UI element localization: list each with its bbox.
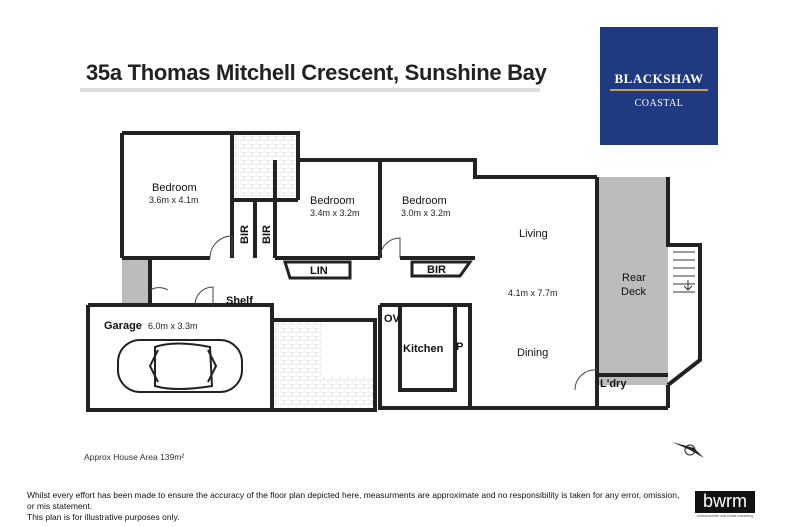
bwrm-logo: bwrm	[695, 491, 755, 513]
logo-sub: COASTAL	[634, 98, 684, 109]
walls	[86, 131, 702, 412]
ensuite-tiles	[234, 135, 297, 200]
bedroom1-label: Bedroom	[152, 182, 197, 194]
rear-deck-area	[597, 177, 668, 385]
logo-name: BLACKSHAW	[614, 71, 704, 86]
living-dims: 4.1m x 7.7m	[508, 288, 558, 298]
title-underline	[80, 88, 540, 92]
disclaimer: Whilst every effort has been made to ens…	[27, 490, 687, 523]
garage-dims: 6.0m x 3.3m	[148, 321, 198, 331]
blackshaw-logo: BLACKSHAW COASTAL	[600, 27, 718, 145]
dining-label: Dining	[517, 347, 548, 359]
bir1-label: BIR	[239, 225, 251, 244]
rear-deck-label-2: Deck	[621, 286, 647, 298]
pantry-label: P	[456, 341, 463, 353]
bedroom2-dims: 3.4m x 3.2m	[310, 208, 360, 218]
disclaimer-line-1: Whilst every effort has been made to ens…	[27, 490, 680, 511]
bedroom1-dims: 3.6m x 4.1m	[149, 195, 199, 205]
side-path	[122, 258, 150, 306]
bedroom3-dims: 3.0m x 3.2m	[401, 208, 451, 218]
kitchen-label: Kitchen	[403, 343, 444, 355]
bir2-label: BIR	[261, 225, 273, 244]
bwrm-logo-sub: blackandwhite real estate marketing	[697, 514, 753, 518]
deck-stairs	[673, 251, 695, 293]
shelf-label: Shelf	[226, 295, 253, 307]
property-title: 35a Thomas Mitchell Crescent, Sunshine B…	[86, 60, 547, 85]
doors	[149, 235, 598, 391]
compass-icon	[672, 442, 704, 458]
car-icon	[117, 339, 243, 393]
garage-label: Garage	[104, 320, 142, 332]
bathroom-tiles	[274, 320, 322, 408]
rear-deck-label-1: Rear	[622, 272, 646, 284]
house-area: Approx House Area 139m²	[84, 452, 185, 462]
laundry-label: L'dry	[600, 378, 627, 390]
disclaimer-line-2: This plan is for illustrative purposes o…	[27, 512, 180, 522]
logo-bar	[610, 89, 708, 91]
bir3-label: BIR	[427, 264, 446, 276]
oven-label: OV	[384, 313, 401, 325]
lin-label: LIN	[310, 265, 328, 277]
toilet-tiles	[322, 377, 374, 408]
living-label: Living	[519, 228, 548, 240]
bedroom3-label: Bedroom	[402, 195, 447, 207]
bedroom2-label: Bedroom	[310, 195, 355, 207]
